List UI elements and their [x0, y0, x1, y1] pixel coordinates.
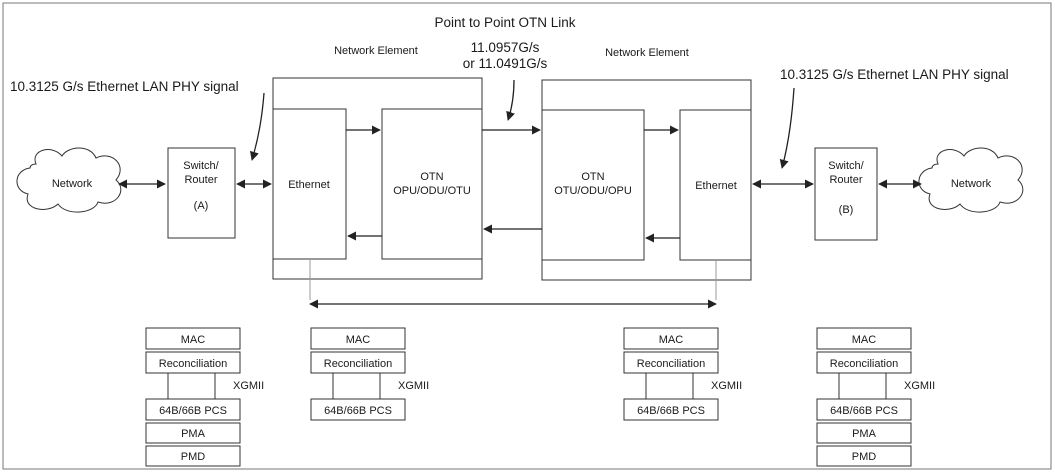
- otn-left-label: OTN: [420, 171, 443, 183]
- network-left-label: Network: [52, 178, 93, 190]
- pointer-left-signal: [249, 92, 265, 161]
- pma-label: PMA: [181, 428, 206, 440]
- switch-b-line2: Router: [829, 174, 862, 186]
- mac-box: [816, 327, 912, 350]
- ne-left-label: Network Element: [334, 45, 418, 57]
- reconciliation-label: Reconciliation: [637, 358, 705, 370]
- mac-box: [310, 327, 406, 350]
- reconciliation-label: Reconciliation: [159, 358, 227, 370]
- network-cloud-left: Network: [16, 147, 122, 213]
- mac-label: MAC: [346, 334, 371, 346]
- ethernet-right-label: Ethernet: [695, 180, 737, 192]
- switch-router-a: Switch/ Router (A): [167, 147, 236, 239]
- mac-box: [145, 327, 241, 350]
- mac-box: [623, 327, 719, 350]
- reconciliation-label: Reconciliation: [324, 358, 392, 370]
- switch-a-line1: Switch/: [183, 160, 219, 172]
- pcs-box: [816, 398, 912, 421]
- pma-box: [816, 422, 912, 444]
- reconciliation-label: Reconciliation: [830, 358, 898, 370]
- pmd-box: [145, 445, 241, 467]
- xgmii-label: XGMII: [233, 380, 264, 392]
- link-rate-line1: 11.0957G/s: [471, 40, 540, 55]
- reconciliation-box: [145, 351, 241, 374]
- switch-a-line3: (A): [194, 200, 209, 212]
- pcs-label: 64B/66B PCS: [159, 405, 227, 417]
- network-element-right: OTN OTU/ODU/OPU Ethernet: [541, 79, 752, 281]
- switch-router-b: Switch/ Router (B): [814, 147, 878, 241]
- mac-label: MAC: [852, 334, 877, 346]
- pcs-box: [310, 398, 406, 421]
- otn-block-left: [381, 108, 483, 260]
- xgmii-label: XGMII: [904, 380, 935, 392]
- connectors: [118, 79, 922, 309]
- reconciliation-box: [623, 351, 719, 374]
- otn-right-label: OTN: [581, 171, 604, 183]
- drop-lines: [309, 260, 717, 300]
- mac-label: MAC: [659, 334, 684, 346]
- pointer-right-signal: [779, 87, 795, 169]
- link-rate-line2: or 11.0491G/s: [463, 56, 548, 71]
- diagram-title: Point to Point OTN Link: [434, 15, 575, 30]
- pmd-label: PMD: [852, 451, 877, 463]
- switch-b-line3: (B): [839, 204, 854, 216]
- right-signal-label: 10.3125 G/s Ethernet LAN PHY signal: [780, 67, 1009, 82]
- pmd-box: [816, 445, 912, 467]
- pma-box: [145, 422, 241, 444]
- switch-b-line1: Switch/: [828, 160, 864, 172]
- pointer-link-rate: [506, 79, 515, 121]
- reconciliation-box: [310, 351, 406, 374]
- ne-right-label: Network Element: [605, 47, 689, 59]
- pcs-label: 64B/66B PCS: [830, 405, 898, 417]
- pcs-label: 64B/66B PCS: [324, 405, 392, 417]
- reconciliation-box: [816, 351, 912, 374]
- xgmii-label: XGMII: [398, 380, 429, 392]
- switch-a-line2: Router: [184, 174, 217, 186]
- pmd-label: PMD: [181, 451, 206, 463]
- ethernet-block-left: [272, 108, 347, 260]
- otn-left-sub: OPU/ODU/OTU: [393, 185, 471, 197]
- ethernet-left-label: Ethernet: [288, 179, 330, 191]
- network-element-left: Ethernet OTN OPU/ODU/OTU: [272, 77, 483, 280]
- mac-label: MAC: [181, 334, 206, 346]
- pcs-box: [145, 398, 241, 421]
- network-cloud-right: Network: [918, 147, 1024, 213]
- otn-block-right: [541, 109, 645, 261]
- pma-label: PMA: [852, 428, 877, 440]
- xgmii-label: XGMII: [711, 380, 742, 392]
- ethernet-block-right: [679, 109, 752, 261]
- pcs-box: [623, 398, 719, 421]
- left-signal-label: 10.3125 G/s Ethernet LAN PHY signal: [10, 79, 239, 94]
- pcs-label: 64B/66B PCS: [637, 405, 705, 417]
- otn-right-sub: OTU/ODU/OPU: [554, 185, 632, 197]
- network-right-label: Network: [951, 178, 992, 190]
